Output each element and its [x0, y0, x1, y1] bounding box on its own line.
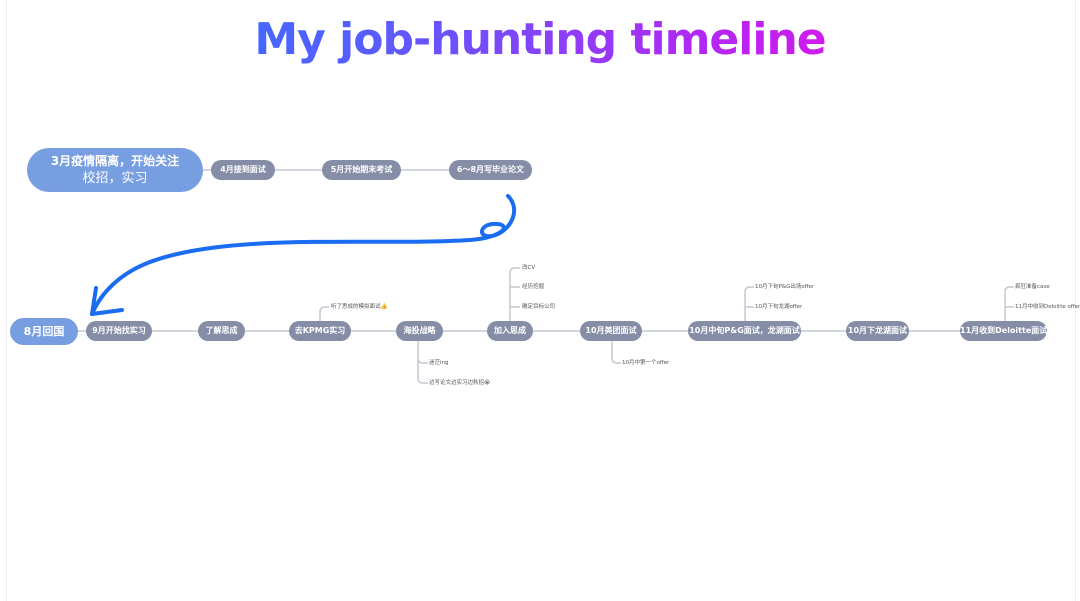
root-node-august[interactable]: 8月回国: [10, 318, 78, 345]
leaf-target-company: 确定目标公司: [522, 304, 556, 310]
leaf-mock-interview: 听了思成的模拟面试👍: [331, 304, 388, 310]
branch-kpmg: [319, 306, 329, 322]
branch-meituan: [611, 340, 621, 364]
branch-haitou: [417, 340, 428, 384]
branch-sicheng: [509, 267, 520, 322]
hand-drawn-arrow: [90, 194, 516, 316]
page-title: My job-hunting timeline: [0, 14, 1080, 65]
leaf-thesis-intern-recruit: 边写论文边实习边秋招😭: [429, 380, 491, 386]
node-april[interactable]: 4月接到面试: [211, 160, 275, 180]
leaf-longfor-offer: 10月下旬龙湖offer: [755, 304, 803, 310]
node-sicheng-intro[interactable]: 了解思成: [198, 321, 245, 341]
root-line-1: 3月疫情隔离，开始关注: [50, 154, 180, 168]
leaf-first-offer: 10月中第一个offer: [622, 360, 670, 366]
node-kpmg[interactable]: 去KPMG实习: [289, 321, 351, 341]
leaf-experience: 经历挖掘: [522, 284, 545, 290]
branch-pg: [744, 286, 754, 322]
node-september[interactable]: 9月开始找实习: [86, 321, 152, 341]
node-deloitte[interactable]: 11月收到Deloitte面试: [960, 321, 1047, 341]
canvas: [6, 0, 1076, 601]
leaf-prepare-case: 疯狂准备case: [1015, 284, 1050, 290]
node-haitou[interactable]: 海投战略: [396, 321, 443, 341]
root-node-march[interactable]: 3月疫情隔离，开始关注 校招，实习: [27, 148, 203, 192]
leaf-pg-offer: 10月下旬P&G出场offer: [755, 284, 815, 290]
leaf-deloitte-offer: 11月中收到Deloitte offer: [1015, 304, 1080, 310]
node-join-sicheng[interactable]: 加入思成: [487, 321, 533, 341]
node-longfor[interactable]: 10月下龙湖面试: [846, 321, 909, 341]
leaf-confused: 迷茫ing: [429, 360, 449, 366]
branch-deloitte: [1004, 286, 1014, 322]
leaf-cv: 改CV: [522, 265, 536, 271]
node-pg-longfor[interactable]: 10月中旬P&G面试，龙湖面试: [688, 321, 801, 341]
root-line-2: 校招，实习: [82, 171, 148, 186]
node-jun-aug[interactable]: 6～8月写毕业论文: [449, 160, 532, 180]
node-meituan[interactable]: 10月美团面试: [580, 321, 642, 341]
node-may[interactable]: 5月开始期末考试: [322, 160, 401, 180]
